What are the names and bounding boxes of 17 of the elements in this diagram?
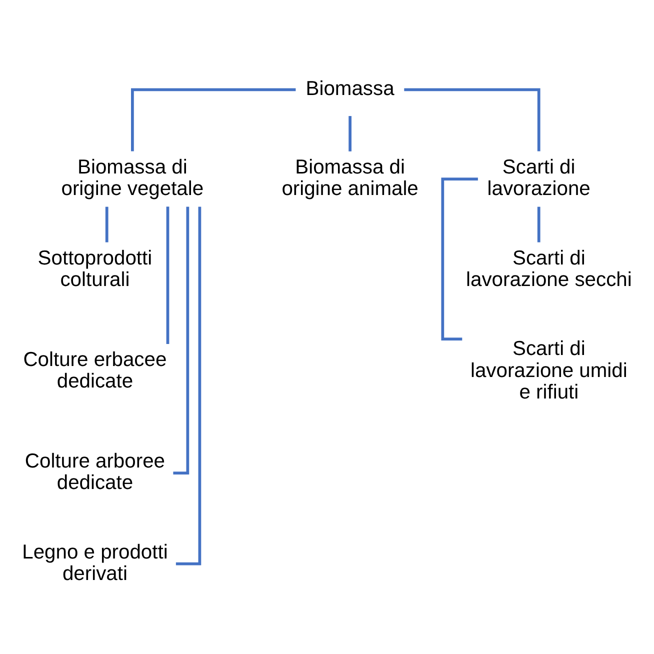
node-text: Colture erbacee dedicate (23, 348, 167, 392)
node-text: Biomassa di origine vegetale (61, 156, 204, 200)
node-text: Biomassa (306, 78, 394, 100)
node-text: Biomassa di origine animale (282, 156, 418, 200)
node-text: Sottoprodotti colturali (38, 246, 152, 290)
connector (404, 88, 540, 151)
connector (105, 206, 108, 242)
connector (166, 206, 170, 344)
connector (131, 88, 296, 151)
node-text: Colture arboree dedicate (24, 450, 165, 494)
node-text: Scarti di lavorazione (487, 156, 590, 200)
node-text: Scarti di lavorazione secchi (466, 246, 632, 290)
node-text: Legno e prodotti derivati (22, 540, 168, 584)
node-text: Scarti di lavorazione umidi e rifiuti (470, 338, 628, 403)
connector (348, 116, 352, 151)
connector (537, 206, 540, 242)
connector (176, 206, 202, 565)
